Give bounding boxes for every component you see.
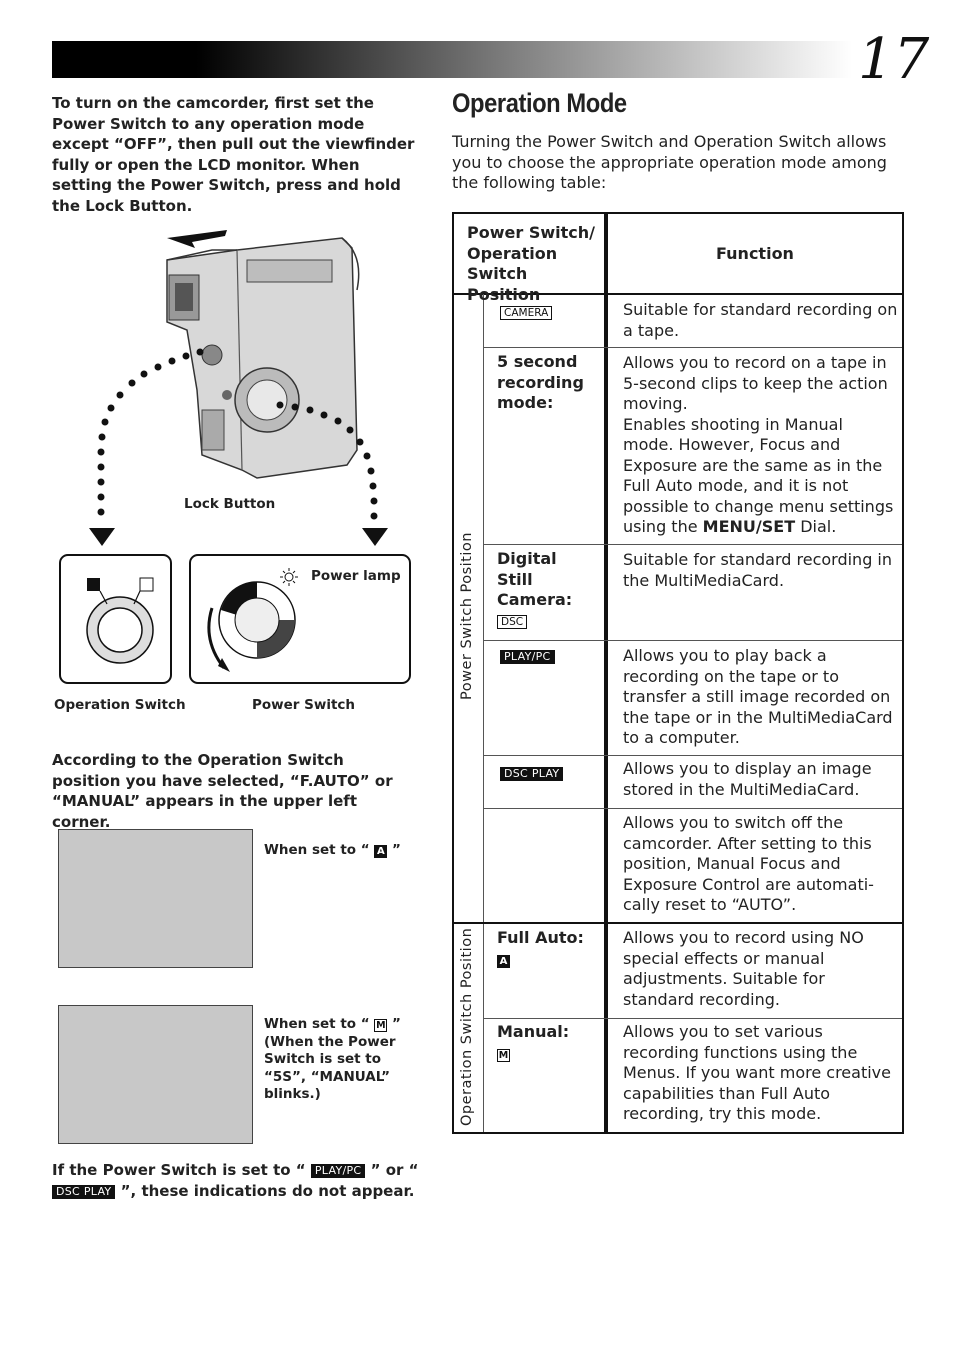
page-number: 17 bbox=[858, 27, 930, 92]
bottom-note: If the Power Switch is set to “ PLAY/PC … bbox=[52, 1160, 432, 1201]
5s-extra-end: Dial. bbox=[795, 517, 837, 536]
table-row-dscplay-function: Allows you to display an image stored in… bbox=[623, 759, 872, 799]
table-row-dsc-function: Suitable for standard recording in the M… bbox=[623, 550, 893, 590]
auto-caption: When set to “ A ” bbox=[264, 842, 424, 860]
dsc-icon: DSC bbox=[497, 614, 528, 629]
operation-switch-group-label: Operation Switch Position bbox=[459, 927, 475, 1126]
table-row-dsc-position: Digital Still Camera: DSC bbox=[497, 549, 597, 631]
table-row-playpc-function: Allows you to play back a recording on t… bbox=[623, 646, 893, 747]
manual-mode-icon: M bbox=[374, 1019, 388, 1032]
section-title: Operation Mode bbox=[452, 88, 627, 118]
dsc-position-text: Digital Still Camera: bbox=[497, 549, 573, 609]
table-row-manual-function: Allows you to set various recording func… bbox=[623, 1022, 891, 1123]
table-row-fullauto-function: Allows you to record using NO special ef… bbox=[623, 928, 864, 1009]
5s-function-text: Allows you to record on a tape in 5-seco… bbox=[623, 353, 888, 413]
header-position: Power Switch/ Operation Switch Position bbox=[467, 223, 595, 304]
section-intro: Turning the Power Switch and Operation S… bbox=[452, 132, 887, 192]
power-lamp-icon bbox=[284, 572, 294, 582]
header-bar bbox=[52, 41, 852, 78]
auto-mode-icon: A bbox=[374, 845, 388, 858]
play-pc-icon: PLAY/PC bbox=[500, 650, 555, 664]
note-text-1: If the Power Switch is set to “ bbox=[52, 1161, 311, 1179]
table-row-playpc-position: PLAY/PC bbox=[500, 646, 555, 667]
table-row-5s-function: Allows you to record on a tape in 5-seco… bbox=[623, 353, 898, 538]
auto-caption-text: When set to “ bbox=[264, 842, 375, 858]
dsc-play-icon: DSC PLAY bbox=[52, 1184, 116, 1199]
slide-arrow-icon bbox=[167, 230, 227, 248]
table-row-camera-position: CAMERA bbox=[500, 302, 553, 323]
operation-switch-label: Operation Switch bbox=[54, 697, 186, 713]
power-switch-group-label: Power Switch Position bbox=[459, 532, 475, 700]
manual-position-text: Manual: bbox=[497, 1022, 570, 1041]
auto-caption-end: ” bbox=[387, 842, 401, 858]
table-row-dscplay-position: DSC PLAY bbox=[500, 763, 564, 784]
camera-icon: CAMERA bbox=[500, 306, 553, 320]
table-row-fullauto-position: Full Auto: A bbox=[497, 928, 597, 969]
manual-mode-icon: M bbox=[497, 1048, 510, 1062]
fullauto-position-text: Full Auto: bbox=[497, 928, 584, 947]
menu-set-dial: MENU/SET bbox=[702, 517, 796, 536]
camcorder-figure: Lock Button Power lamp Operation Switch … bbox=[52, 220, 422, 720]
table-row-camera-function: Suitable for standard recording on a tap… bbox=[623, 300, 898, 340]
play-pc-icon: PLAY/PC bbox=[310, 1164, 366, 1178]
camcorder-body-icon bbox=[166, 237, 360, 479]
intro-instructions: To turn on the camcorder, first set the … bbox=[52, 94, 415, 215]
camcorder-illustration bbox=[59, 230, 411, 684]
lock-button-label: Lock Button bbox=[184, 496, 276, 512]
dotted-path-icon bbox=[97, 348, 378, 520]
power-switch-label: Power Switch bbox=[252, 697, 356, 713]
manual-caption-end: ” (When the Power Switch is set to “5S”,… bbox=[264, 1016, 401, 1102]
5s-function-extra: Enables shooting in Manual mode. However… bbox=[623, 415, 898, 538]
table-row-manual-position: Manual: M bbox=[497, 1022, 597, 1063]
dsc-play-icon: DSC PLAY bbox=[500, 767, 564, 781]
down-arrow-icon bbox=[362, 528, 388, 546]
header-function: Function bbox=[716, 244, 794, 263]
note-text-2: ” or “ bbox=[365, 1161, 419, 1179]
table-row-5s-position: 5 second recording mode: bbox=[497, 352, 584, 412]
manual-caption-text: When set to “ bbox=[264, 1016, 375, 1032]
operation-mode-table: Power Switch/ Operation Switch Position … bbox=[452, 212, 904, 1134]
power-lamp-label: Power lamp bbox=[311, 568, 401, 584]
indicator-description: According to the Operation Switch positi… bbox=[52, 751, 393, 831]
note-text-3: ”, these indications do not appear. bbox=[115, 1181, 415, 1200]
auto-mode-icon: A bbox=[497, 954, 510, 968]
lcd-screen-manual bbox=[58, 1005, 253, 1144]
table-row-off-function: Allows you to switch off the camcorder. … bbox=[623, 813, 874, 914]
manual-caption: When set to “ M ” (When the Power Switch… bbox=[264, 1016, 424, 1104]
down-arrow-icon bbox=[89, 528, 115, 546]
5s-extra-text: Enables shooting in Manual mode. However… bbox=[623, 414, 894, 537]
lcd-screen-auto bbox=[58, 829, 253, 968]
